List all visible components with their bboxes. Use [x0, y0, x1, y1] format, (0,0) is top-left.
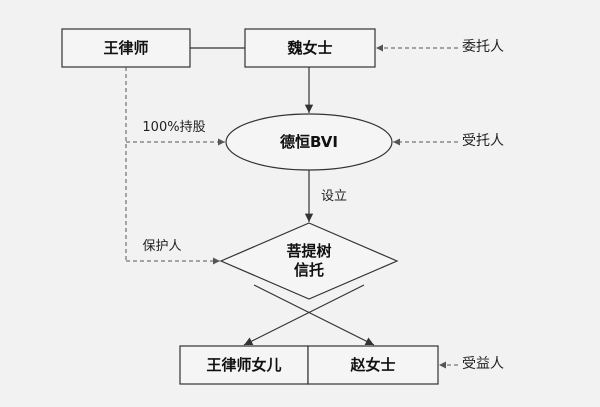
daughter-box [179, 345, 309, 385]
establish-label: 设立 [320, 188, 347, 204]
bvi-label: 德恒BVI [279, 132, 338, 151]
trust-diamond [219, 222, 399, 300]
trust-to-zhao-arrow [253, 284, 375, 346]
trustee-label: 受托人 [462, 133, 504, 150]
zhao-box [307, 345, 439, 385]
trust-label: 菩提树 信托 [259, 240, 359, 282]
lawyer-label: 王律师 [103, 38, 149, 57]
wei-label: 魏女士 [287, 38, 333, 57]
daughter-label: 王律师女儿 [206, 355, 282, 374]
holding-label: 100%持股 [142, 119, 206, 135]
zhao-label: 赵女士 [350, 355, 396, 374]
wei-box [244, 28, 376, 68]
beneficiary-label: 受益人 [462, 356, 504, 373]
trust-to-daughter-arrow [243, 284, 365, 346]
trust-label-line1: 菩提树 [286, 242, 332, 261]
trust-label-line2: 信托 [293, 261, 324, 279]
protector-label: 保护人 [142, 238, 182, 254]
settlor-label: 委托人 [462, 39, 504, 56]
lawyer-box [61, 28, 191, 68]
